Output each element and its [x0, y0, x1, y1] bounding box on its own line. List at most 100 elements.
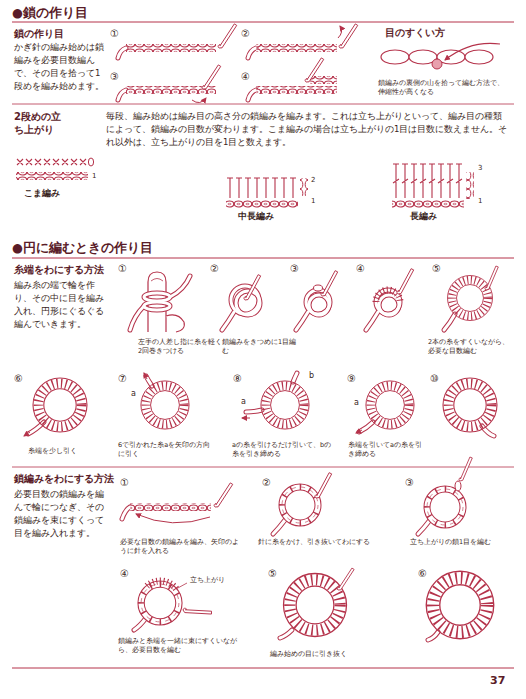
step-number: ④: [120, 567, 129, 580]
stitch-ring: [443, 378, 497, 432]
crochet-hook: [452, 456, 479, 482]
caption: 立ち上がりの鎖1目を編む: [410, 538, 515, 547]
caption: 編み始めの目に引き抜く: [270, 650, 390, 659]
back-bump: [432, 59, 442, 69]
callout-label: 立ち上がり: [190, 576, 225, 584]
body-text: かぎ針の編み始めは鎖編みを必要目数編んで、その目を拾って1段めを編み始めます。: [14, 41, 106, 93]
crochet-hook: [333, 23, 364, 49]
chain-stitch: [256, 44, 337, 52]
chain-loop: [465, 50, 493, 64]
chain-stitch: [126, 44, 216, 52]
step-number: ①: [118, 262, 127, 275]
step-number: ⑥: [14, 372, 23, 385]
rule: [12, 258, 514, 259]
chain-symbol: [88, 158, 93, 166]
caption: 針に糸をかけ、引き抜いてわにする: [258, 538, 388, 547]
step-number: ⑧: [233, 372, 242, 385]
arrow: [338, 26, 342, 38]
step-number: ⑨: [347, 372, 356, 385]
step-number: ②: [210, 262, 219, 275]
step-number: ①: [110, 27, 119, 40]
arrow: [242, 418, 250, 419]
stitch-label: 中長編み: [238, 211, 274, 222]
stitch-ring: [448, 276, 493, 321]
yarn: [28, 48, 494, 640]
chart-row-number: 1: [311, 197, 315, 206]
chain-symbol: [300, 178, 308, 196]
chain-stitch: [314, 285, 323, 291]
chain-ring: [282, 487, 318, 523]
arrow: [356, 430, 362, 433]
section-heading: ●鎖の作り目: [12, 5, 88, 21]
stitch-label: こま編み: [24, 188, 60, 199]
page-number: 37: [490, 674, 505, 688]
body-text: 編み糸の端で輪を作り、その中に目を編み入れ、円形にぐるぐる編んでいきます。: [14, 279, 106, 331]
chain-stitch: [256, 86, 337, 94]
crochet-hook: [208, 482, 239, 508]
caption: 6で引かれた糸aを矢印の方向に引く: [118, 441, 213, 459]
stitches: [376, 290, 400, 302]
chart-row-number: 3: [478, 164, 482, 173]
step-number: ⑤: [432, 262, 441, 275]
subheading: 目のすくい方: [385, 27, 445, 39]
section-heading: ●円に編むときの作り目: [12, 240, 153, 256]
subheading: 2段めの立ち上がり: [14, 110, 64, 136]
chain-stitch: [455, 481, 461, 491]
step-number: ①: [120, 476, 129, 489]
caption: 鎖編みと糸端を一緒に束にすくいながら、必要目数を編む: [118, 637, 243, 655]
crochet-hook: [314, 270, 344, 297]
yarn-label: b: [309, 371, 314, 381]
caption: 糸端を少し引く: [28, 447, 77, 456]
step-number: ②: [262, 476, 271, 489]
single-crochet-symbol: [17, 159, 86, 165]
body-text: 必要目数の鎖編みを編んで輪につなぎ、その鎖編みを束にすくって目を編み入れます。: [14, 488, 106, 540]
crochet-hook: [332, 567, 360, 591]
rule: [12, 668, 514, 669]
caption: 左手の人差し指に糸を軽く2回巻きつける: [138, 338, 222, 356]
chain-loop: [381, 50, 409, 64]
stitch-ring: [33, 378, 87, 432]
crochet-hook: [299, 57, 330, 83]
chain-symbol: [466, 172, 474, 199]
crochet-hook: [237, 274, 267, 301]
stitch-ring: [261, 381, 309, 429]
half-double-symbol: [227, 178, 296, 198]
arrow: [136, 514, 210, 523]
crochet-hook: [390, 268, 420, 295]
chain-symbol: [226, 200, 298, 208]
step-number: ⑩: [430, 372, 439, 385]
chart-row-number: 1: [478, 197, 482, 206]
caption: 鎖編みの裏側の山を拾って編む方法で、伸縮性が高くなる: [378, 79, 508, 97]
yarn-label: a: [241, 397, 246, 407]
yarn: [28, 48, 494, 640]
step-number: ②: [241, 27, 250, 40]
chain-ring: [141, 584, 179, 622]
step-number: ⑤: [268, 567, 277, 580]
crochet-hook: [182, 598, 213, 624]
subheading: 糸端をわにする方法: [14, 263, 104, 276]
finger-nail: [151, 279, 163, 282]
caption: 2本の糸をすくいながら、必要な目数編む: [428, 338, 514, 356]
crochet-hook: [196, 64, 227, 90]
rule: [12, 467, 514, 468]
step-number: ③: [290, 262, 299, 275]
chain-stitch: [130, 503, 211, 511]
crochet-hook: [212, 23, 243, 49]
caption: 必要な目数の鎖編みを編み、矢印のように針を入れる: [120, 538, 240, 556]
stitches: [147, 581, 177, 590]
step-number: ⑦: [118, 372, 127, 385]
double-crochet-symbol: [393, 164, 462, 198]
subheading: 鎖編みをわにする方法: [14, 472, 114, 485]
crochet-hook: [308, 472, 338, 499]
yarn-label: a: [131, 389, 136, 399]
step-number: ③: [405, 476, 414, 489]
chain-ring: [427, 489, 463, 525]
rule: [12, 22, 514, 23]
stitch-ring: [366, 381, 414, 429]
stitch-label: 長編み: [410, 211, 437, 222]
caption: 糸端を引いてaの糸を引き締める: [348, 441, 428, 459]
body-text: 毎段、編み始めは編み目の高さ分の鎖編みを編みます。これは立ち上がりといって、編み…: [106, 110, 510, 149]
step-number: ③: [110, 70, 119, 83]
rule: [12, 104, 514, 105]
